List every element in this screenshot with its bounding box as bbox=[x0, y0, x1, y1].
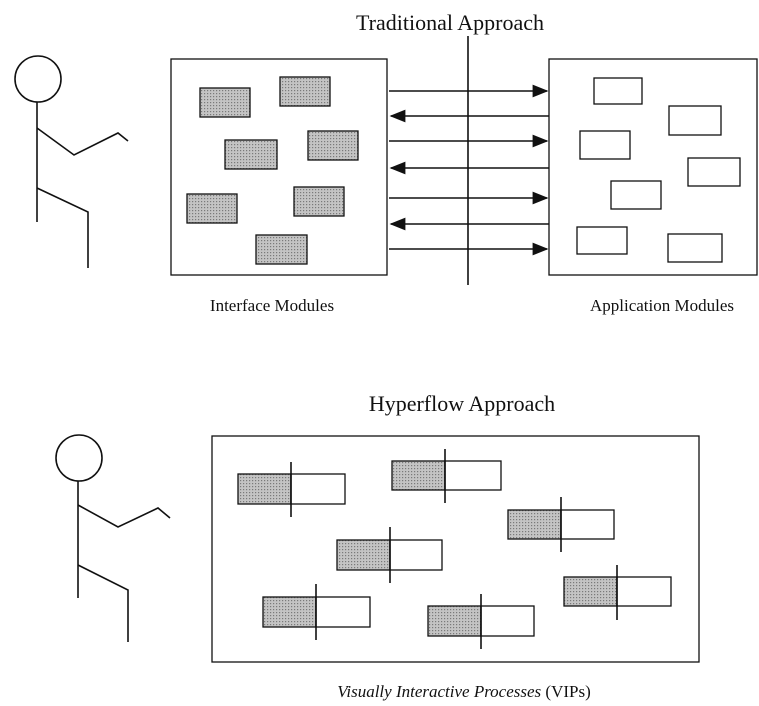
user-figure-bottom bbox=[55, 434, 171, 642]
application-modules-label: Application Modules bbox=[590, 296, 734, 315]
figure-leg-1 bbox=[77, 564, 129, 642]
vip-caption: Visually Interactive Processes (VIPs) bbox=[337, 682, 591, 701]
hyperflow-title: Hyperflow Approach bbox=[369, 391, 555, 416]
interface-modules-panel bbox=[170, 58, 388, 276]
interface-module bbox=[224, 139, 278, 170]
traditional-title: Traditional Approach bbox=[356, 10, 544, 35]
application-module bbox=[576, 226, 628, 255]
application-module bbox=[579, 130, 631, 160]
figure-leg-1 bbox=[36, 187, 89, 268]
interface-module bbox=[186, 193, 238, 224]
application-module bbox=[610, 180, 662, 210]
vip-process bbox=[262, 584, 371, 640]
figure-head bbox=[14, 55, 62, 103]
figure-head bbox=[55, 434, 103, 482]
application-modules-panel bbox=[548, 58, 758, 276]
vip-process bbox=[507, 497, 615, 552]
vip-process bbox=[237, 462, 346, 517]
vip-process bbox=[563, 565, 672, 620]
vip-panel bbox=[211, 435, 700, 663]
interface-module bbox=[307, 130, 359, 161]
vip-process bbox=[391, 449, 502, 503]
vip-process bbox=[336, 527, 443, 583]
application-module bbox=[687, 157, 741, 187]
application-module bbox=[593, 77, 643, 105]
interface-module bbox=[293, 186, 345, 217]
interface-module bbox=[255, 234, 308, 265]
vip-caption-suffix: (VIPs) bbox=[541, 682, 591, 701]
vip-process bbox=[427, 594, 535, 649]
application-module bbox=[668, 105, 722, 136]
interface-module bbox=[199, 87, 251, 118]
user-figure-top bbox=[14, 55, 129, 268]
interface-module bbox=[279, 76, 331, 107]
figure-arm bbox=[36, 127, 129, 156]
figure-arm bbox=[77, 504, 171, 528]
application-module bbox=[667, 233, 723, 263]
interface-modules-label: Interface Modules bbox=[210, 296, 334, 315]
module-connections bbox=[389, 84, 549, 256]
vip-caption-italic: Visually Interactive Processes bbox=[337, 682, 541, 701]
